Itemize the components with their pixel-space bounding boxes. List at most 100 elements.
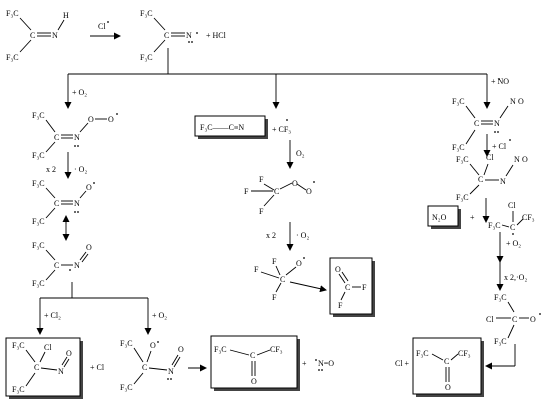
nitrogen-label: N [74,133,80,142]
nitrogen-label: N [168,367,174,376]
imidoyl-radical: F₃C F₃C C N + HCl [140,9,227,62]
cf3-label: F₃C [32,241,45,250]
fluorine-label: F [272,293,277,302]
right-chloro-azo: F₃C F₃C C Cl N N O [456,153,528,202]
carbon-label: C [510,223,515,232]
oxygen-label: O [518,97,524,106]
left-peroxy: F₃C F₃C C N O O [32,111,118,160]
chlorine-label: Cl [486,153,494,162]
oxygen-label: O [88,115,94,124]
o2-label: O₂ [296,149,305,158]
plus-cf3-label: + CF₃ [272,125,291,134]
cf3-label: F₃C [32,217,45,226]
fluorine-label: F [272,257,277,266]
hfa-box-left: F₃C CF₃ C O [210,335,300,391]
nitrogen-label: N [74,199,80,208]
carbon-label: C [30,31,35,40]
carbon-label: C [274,187,279,196]
cf3-label: F₃C [32,111,45,120]
plus-cl-label: + Cl [90,363,105,372]
cf3-label: F₃C [214,345,227,354]
branch-lines: + O₂ + NO [64,48,509,109]
nitroso-label: N [514,155,520,164]
oxygen-label: O [292,179,298,188]
carbon-label: C [142,363,147,372]
cf3-label: F₃C [494,337,507,346]
nitrogen-label: N [494,119,500,128]
chlorine-label: Cl [486,315,494,324]
no-label: N=O [318,359,334,368]
carbon-label: C [54,133,59,142]
oxygen-label: O [251,377,257,386]
cf3-oxy-radical: F F F C O [254,257,305,302]
cf3-label: F₃C [140,9,153,18]
x2-label: x 2 [266,231,276,240]
n2o-box: N₂O [427,205,461,229]
fluorine-label: F [259,207,264,216]
carbon-label: C [512,315,517,324]
carbon-label: C [54,261,59,270]
fluorine-label: F [254,265,259,274]
left-nitroxide-b: F₃C F₃C C N O [32,241,92,288]
plus-cl-label: + Cl [492,142,507,151]
cf3-label: F₃C [494,293,507,302]
oxygen-label: O [66,349,72,358]
minus-o2-label: · O₂ [74,165,87,174]
fluorine-label: F [259,175,264,184]
chlorine-label: Cl [44,343,52,352]
carbon-label: C [280,275,285,284]
cf3-label: CF₃ [458,349,471,358]
right-chloro-radical: F₃C Cl CF₃ C [488,201,535,235]
plus-o2-label: + O₂ [72,88,87,97]
cf3-label: F₃C [456,193,469,202]
x2-o2-label: x 2,·O₂ [504,273,527,282]
carbon-label: C [54,199,59,208]
oxy-nitroso: F₃C F₃C C O N O [120,339,184,392]
oxygen-label: O [530,315,536,324]
plus-label: + [302,359,307,368]
carbon-label: C [34,363,39,372]
fluorine-label: F [362,283,367,292]
cof2-box: O C F F [329,257,375,317]
carbon-label: C [478,175,483,184]
arrow [289,281,327,293]
chloro-nitroso-box: F₃C F₃C C Cl N O [5,337,83,399]
cf3-label: F₃C [120,383,133,392]
plus-o2-label: + O₂ [506,239,521,248]
cl-plus-label: Cl + [395,359,410,368]
plus-o2-label: + O₂ [152,311,167,320]
oxygen-label: O [445,383,451,392]
nitrosyl-radical: + N=O [302,359,334,371]
carbon-label: C [250,351,255,360]
right-nitroso-imine: F₃C F₃C C N N O [452,97,524,152]
left-sub-branch: + Cl₂ + O₂ [36,282,167,335]
cf3-label: F₃C [32,151,45,160]
oxygen-label: O [306,187,312,196]
nitrogen-label: N [58,367,64,376]
cf3-label: F₃C [120,339,133,348]
cf3-label: F₃C [456,155,469,164]
cf3-label: F₃C [6,9,19,18]
nitroso-label: N [510,97,516,106]
chlorine-label: Cl [508,201,516,210]
left-nitroxide-a: F₃C F₃C C N O [32,179,95,226]
n2o-label: N₂O [432,213,447,222]
cf3-label: CF₃ [270,345,283,354]
start-imine: F₃C F₃C C N H [6,9,69,62]
cf3-label: F₃C [452,143,465,152]
oxygen-label: O [296,259,302,268]
cf3-label: F₃C [140,53,153,62]
cf3-label: F₃C [6,53,19,62]
oxygen-label: O [86,183,92,192]
minus-o2-label: · O₂ [296,231,309,240]
carbon-label: C [164,31,169,40]
cf3-label: F₃C [12,341,25,350]
cl-radical-label: Cl [98,22,106,31]
cf3-label: CF₃ [522,213,535,222]
fluorine-label: F [338,301,343,310]
cf3-label: F₃C [32,279,45,288]
right-chloro-oxy-radical: F₃C Cl C O F₃C [485,293,541,370]
hfa-box-right: F₃C CF₃ C O [412,337,484,397]
